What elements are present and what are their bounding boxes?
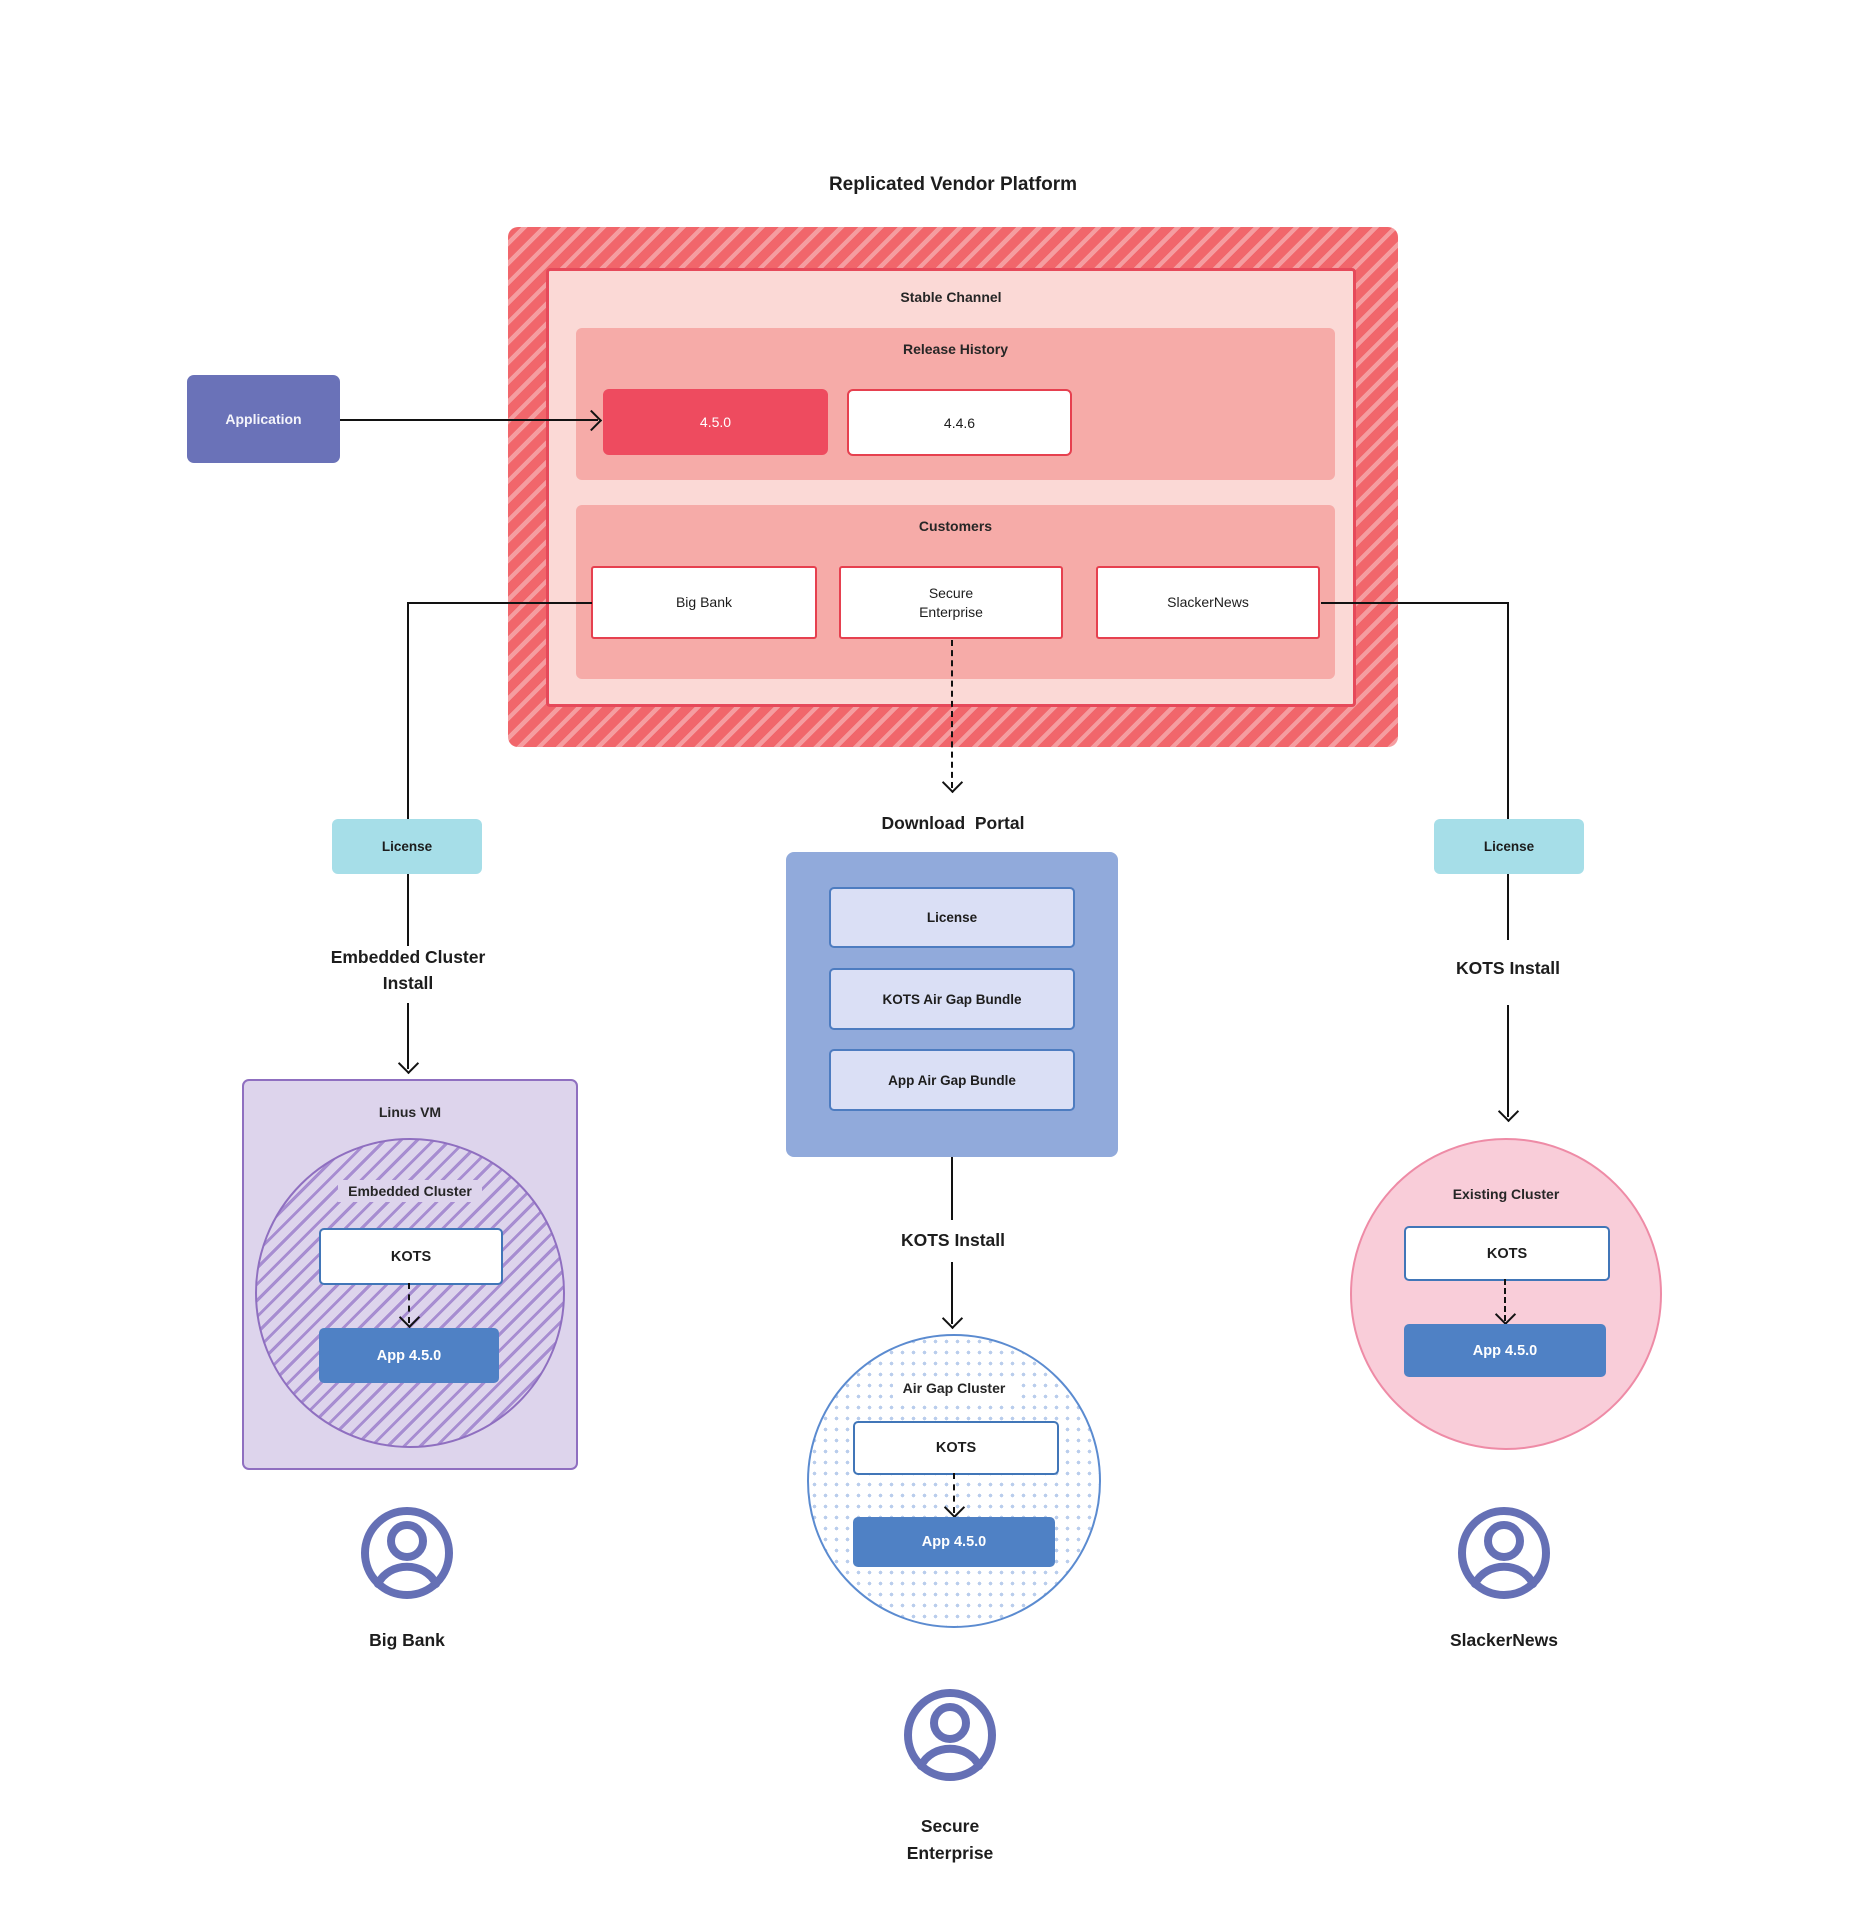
stable-channel-label: Stable Channel [900, 289, 1002, 305]
stable-channel-box: Stable Channel Release History 4.5.0 4.4… [546, 268, 1356, 707]
bundle-app-airgap-box: App Air Gap Bundle [829, 1049, 1075, 1111]
release-4-4-6-box: 4.4.6 [847, 389, 1072, 456]
kots-box-center: KOTS [853, 1421, 1059, 1475]
slackernews-connector-v [1507, 602, 1509, 819]
install-arrowhead-left-icon [397, 1052, 420, 1075]
release-4-5-0-box: 4.5.0 [603, 389, 828, 455]
license-box-left: License [332, 819, 482, 874]
kots-install-center-arrow [951, 1262, 953, 1324]
kots-install-right-arrowhead-icon [1497, 1100, 1520, 1123]
application-arrow-line [340, 419, 598, 421]
big-bank-user-label: Big Bank [369, 1629, 445, 1650]
customer-slackernews-box: SlackerNews [1096, 566, 1320, 639]
existing-cluster-label-wrap: Existing Cluster [1352, 1182, 1660, 1206]
linus-vm-box: Linus VM Embedded Cluster KOTS App 4.5.0 [242, 1079, 578, 1470]
kots-install-center-label: KOTS Install [900, 1230, 1006, 1250]
download-portal-title: Download Portal [881, 813, 1025, 833]
app-box-right: App 4.5.0 [1404, 1324, 1606, 1377]
embedded-cluster-install-label: Embedded Cluster Install [330, 947, 486, 993]
kots-box-right: KOTS [1404, 1226, 1610, 1281]
license-line-left [407, 874, 409, 946]
release-version: 4.4.6 [943, 414, 976, 431]
embedded-cluster-label-wrap: Embedded Cluster [244, 1179, 576, 1203]
kots-box-left: KOTS [319, 1228, 503, 1285]
embedded-cluster-label: Embedded Cluster [338, 1180, 482, 1202]
kots-app-dashed-center [953, 1473, 955, 1513]
customers-box: Customers Big Bank Secure Enterprise Sla… [576, 505, 1335, 679]
secure-enterprise-user-label: Secure Enterprise [906, 1816, 994, 1863]
license-box-right: License [1434, 819, 1584, 874]
portal-install-line [951, 1157, 953, 1220]
release-history-label: Release History [902, 341, 1009, 357]
kots-app-dashed-left [408, 1283, 410, 1323]
app-box-left: App 4.5.0 [319, 1328, 499, 1383]
release-version: 4.5.0 [699, 414, 732, 430]
application-label: Application [225, 411, 302, 427]
slackernews-user-icon [1458, 1507, 1550, 1599]
license-line-right [1507, 874, 1509, 940]
release-history-box: Release History 4.5.0 4.4.6 [576, 328, 1335, 480]
big-bank-connector-h [408, 602, 592, 604]
existing-cluster-circle: Existing Cluster KOTS App 4.5.0 [1350, 1138, 1662, 1450]
download-portal-box: License KOTS Air Gap Bundle App Air Gap … [786, 852, 1118, 1157]
license-label: License [381, 839, 433, 854]
app-box-center: App 4.5.0 [853, 1517, 1055, 1567]
existing-cluster-label: Existing Cluster [1452, 1186, 1560, 1202]
customer-name: Secure Enterprise [919, 584, 983, 620]
customer-secure-enterprise-box: Secure Enterprise [839, 566, 1063, 639]
page-title: Replicated Vendor Platform [828, 174, 1078, 195]
kots-app-arrowhead-right-icon [1494, 1303, 1517, 1326]
air-gap-cluster-circle: Air Gap Cluster KOTS App 4.5.0 [807, 1334, 1101, 1628]
customer-big-bank-box: Big Bank [591, 566, 817, 639]
big-bank-connector-v [407, 602, 409, 819]
secure-enterprise-user-icon [904, 1689, 996, 1781]
kots-install-right-arrow [1507, 1005, 1509, 1117]
kots-install-center-arrowhead-icon [941, 1307, 964, 1330]
portal-dashed-line [951, 640, 953, 788]
customer-name: SlackerNews [1167, 594, 1249, 610]
linus-vm-label: Linus VM [378, 1104, 442, 1120]
portal-arrowhead-icon [941, 771, 964, 794]
kots-app-dashed-right [1504, 1279, 1506, 1321]
application-box: Application [187, 375, 340, 463]
slackernews-connector-h [1321, 602, 1508, 604]
air-gap-cluster-label-wrap: Air Gap Cluster [809, 1376, 1099, 1400]
big-bank-user-icon [361, 1507, 453, 1599]
customer-name: Big Bank [675, 594, 733, 610]
bundle-kots-airgap-box: KOTS Air Gap Bundle [829, 968, 1075, 1030]
customers-label: Customers [918, 518, 993, 534]
kots-install-right-label: KOTS Install [1455, 958, 1561, 978]
slackernews-user-label: SlackerNews [1450, 1629, 1558, 1650]
install-arrow-left [407, 1003, 409, 1069]
kots-app-arrowhead-center-icon [943, 1496, 966, 1519]
bundle-license-box: License [829, 887, 1075, 948]
air-gap-cluster-label: Air Gap Cluster [892, 1377, 1016, 1399]
license-label: License [1483, 839, 1535, 854]
